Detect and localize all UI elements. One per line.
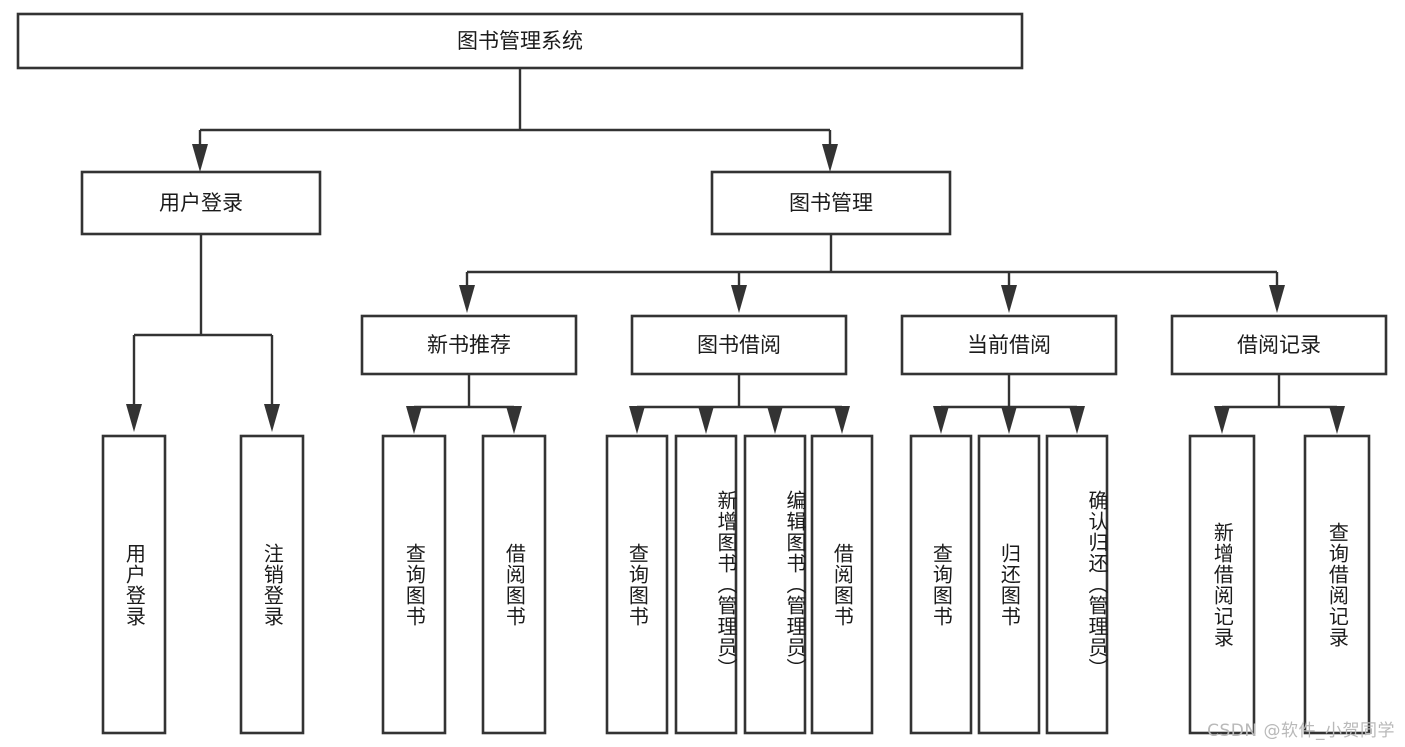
root-box[interactable] xyxy=(16,12,1024,70)
arrow-new-book-leaf1 xyxy=(506,406,522,434)
arrow-to-book-borrow xyxy=(731,285,747,313)
book-manage-box[interactable] xyxy=(710,170,952,236)
leaf-box-book-borrow-0[interactable] xyxy=(605,434,669,735)
arrow-current-borrow-leaf1 xyxy=(1001,406,1017,434)
arrow-book-borrow-leaf1 xyxy=(698,406,714,434)
leaf-box-current-borrow-0[interactable] xyxy=(909,434,973,735)
current-borrow-box[interactable] xyxy=(900,314,1118,376)
current-borrow-label: 当前借阅 xyxy=(967,333,1051,357)
leaf-box-user-login-0[interactable] xyxy=(101,434,167,735)
arrow-book-borrow-leaf3 xyxy=(834,406,850,434)
new-book-label: 新书推荐 xyxy=(427,333,511,357)
borrow-record-label: 借阅记录 xyxy=(1237,333,1321,357)
arrow-user-login-leaf1 xyxy=(264,404,280,432)
leaf-box-current-borrow-1[interactable] xyxy=(977,434,1041,735)
arrow-to-book-manage xyxy=(822,144,838,172)
leaf-box-user-login-1[interactable] xyxy=(239,434,305,735)
borrow-record-box[interactable] xyxy=(1170,314,1388,376)
arrow-to-borrow-record xyxy=(1269,285,1285,313)
leaf-box-current-borrow-2[interactable] xyxy=(1045,434,1109,735)
leaf-box-book-borrow-2[interactable] xyxy=(743,434,807,735)
root-label: 图书管理系统 xyxy=(457,29,583,53)
arrow-to-user-login xyxy=(192,144,208,172)
user-login-label: 用户登录 xyxy=(159,191,243,215)
arrow-borrow-record-leaf0 xyxy=(1214,406,1230,434)
node-borrow-record[interactable]: 借阅记录 xyxy=(1170,314,1388,376)
node-current-borrow[interactable]: 当前借阅 xyxy=(900,314,1118,376)
arrow-user-login-leaf0 xyxy=(126,404,142,432)
book-borrow-box[interactable] xyxy=(630,314,848,376)
arrow-to-new-book xyxy=(459,285,475,313)
node-root[interactable]: 图书管理系统 xyxy=(16,12,1024,70)
leaf-box-book-borrow-3[interactable] xyxy=(810,434,874,735)
arrow-book-borrow-leaf0 xyxy=(629,406,645,434)
leaf-box-new-book-1[interactable] xyxy=(481,434,547,735)
leaf-box-borrow-record-0[interactable] xyxy=(1188,434,1256,735)
node-book-manage[interactable]: 图书管理 xyxy=(710,170,952,236)
leaf-box-borrow-record-1[interactable] xyxy=(1303,434,1371,735)
arrow-to-current-borrow xyxy=(1001,285,1017,313)
book-manage-label: 图书管理 xyxy=(789,191,873,215)
node-book-borrow[interactable]: 图书借阅 xyxy=(630,314,848,376)
csdn-watermark: CSDN @软件_小贺同学 xyxy=(1207,721,1395,741)
arrow-book-borrow-leaf2 xyxy=(767,406,783,434)
new-book-box[interactable] xyxy=(360,314,578,376)
arrow-current-borrow-leaf0 xyxy=(933,406,949,434)
leaf-box-new-book-0[interactable] xyxy=(381,434,447,735)
node-new-book[interactable]: 新书推荐 xyxy=(360,314,578,376)
arrow-borrow-record-leaf1 xyxy=(1329,406,1345,434)
arrow-current-borrow-leaf2 xyxy=(1069,406,1085,434)
book-borrow-label: 图书借阅 xyxy=(697,333,781,357)
leaf-box-book-borrow-1[interactable] xyxy=(674,434,738,735)
node-user-login[interactable]: 用户登录 xyxy=(80,170,322,236)
arrow-new-book-leaf0 xyxy=(406,406,422,434)
